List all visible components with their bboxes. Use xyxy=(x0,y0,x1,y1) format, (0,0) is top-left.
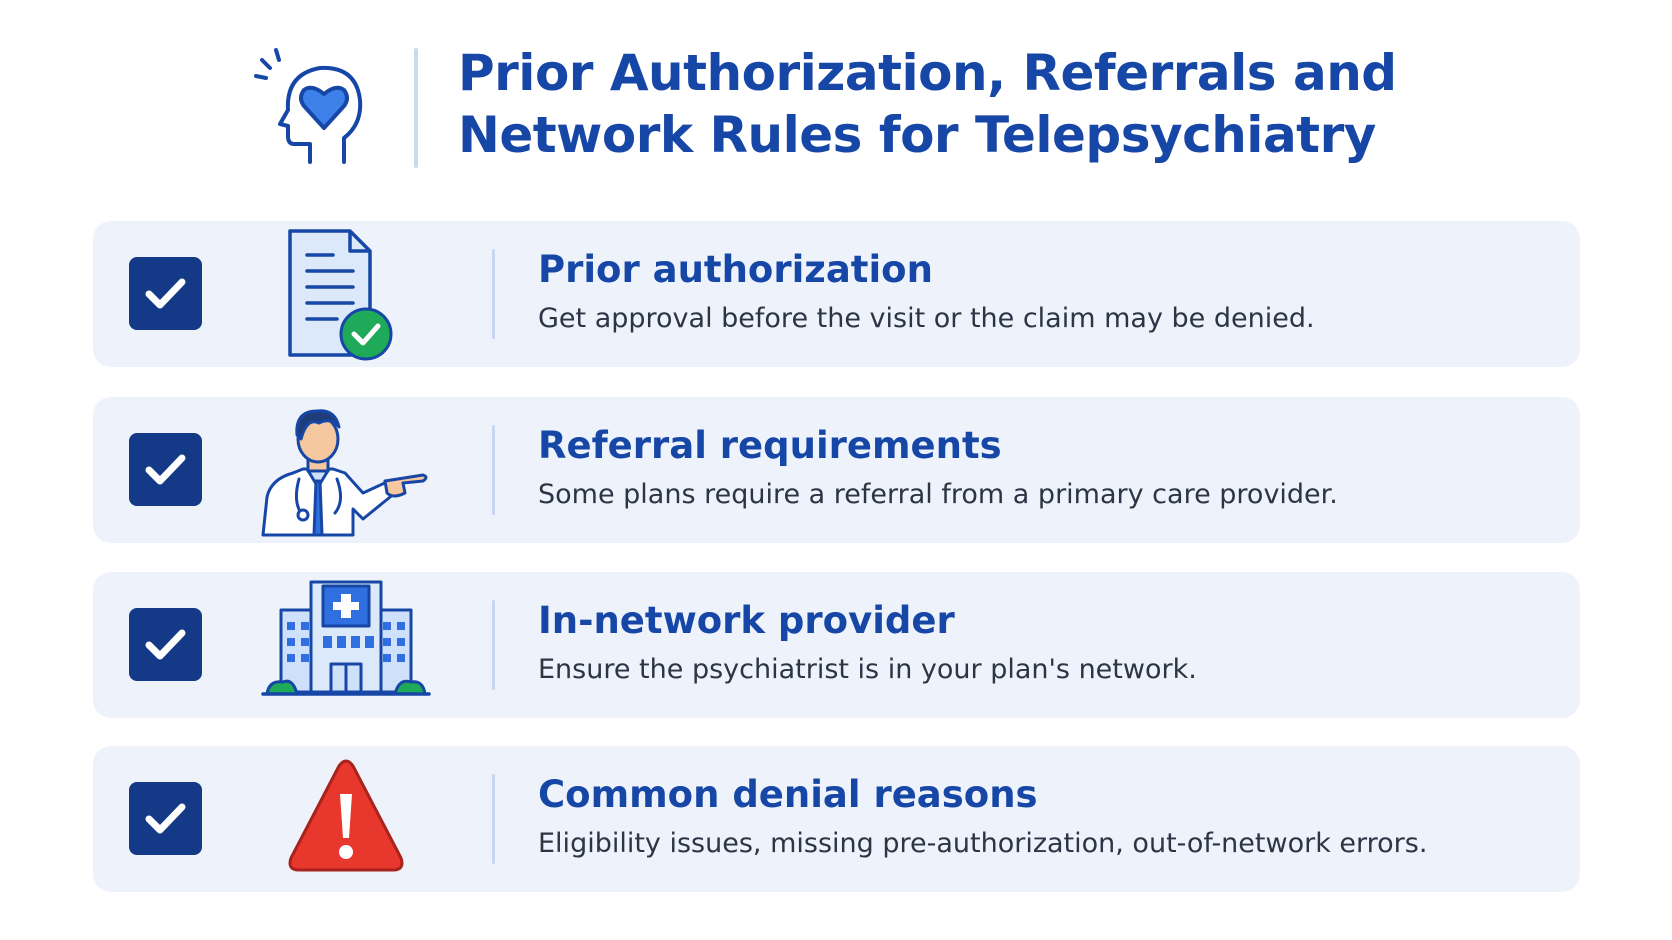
card-common-denial-reasons: Common denial reasons Eligibility issues… xyxy=(93,746,1580,892)
card-description: Some plans require a referral from a pri… xyxy=(538,479,1338,510)
card-divider xyxy=(492,774,495,864)
card-title: Common denial reasons xyxy=(538,773,1038,816)
card-title: Referral requirements xyxy=(538,424,1002,467)
card-description: Ensure the psychiatrist is in your plan'… xyxy=(538,654,1197,685)
doctor-pointing-icon xyxy=(261,409,428,537)
card-description: Eligibility issues, missing pre-authoriz… xyxy=(538,828,1428,859)
page-title: Prior Authorization, Referrals and Netwo… xyxy=(458,42,1458,166)
checkbox-checked[interactable] xyxy=(129,433,202,506)
card-title: In-network provider xyxy=(538,599,955,642)
header: Prior Authorization, Referrals and Netwo… xyxy=(0,0,1672,190)
card-divider xyxy=(492,425,495,515)
hospital-icon xyxy=(261,580,431,696)
card-divider xyxy=(492,249,495,339)
head-heart-icon xyxy=(254,48,363,164)
checkbox-checked[interactable] xyxy=(129,257,202,330)
card-description: Get approval before the visit or the cla… xyxy=(538,303,1315,334)
card-referral-requirements: Referral requirements Some plans require… xyxy=(93,397,1580,543)
document-check-icon xyxy=(288,229,393,361)
checkmark-icon xyxy=(145,629,186,660)
checkbox-checked[interactable] xyxy=(129,782,202,855)
page-title-line-1: Prior Authorization, Referrals and xyxy=(458,44,1397,102)
checkmark-icon xyxy=(145,803,186,834)
header-divider xyxy=(414,48,418,168)
checkmark-icon xyxy=(145,278,186,309)
card-divider xyxy=(492,600,495,690)
page-title-line-2: Network Rules for Telepsychiatry xyxy=(458,106,1376,164)
card-in-network-provider: In-network provider Ensure the psychiatr… xyxy=(93,572,1580,718)
warning-triangle-icon xyxy=(288,759,404,872)
checkmark-icon xyxy=(145,454,186,485)
checkbox-checked[interactable] xyxy=(129,608,202,681)
card-title: Prior authorization xyxy=(538,248,933,291)
card-prior-authorization: Prior authorization Get approval before … xyxy=(93,221,1580,367)
